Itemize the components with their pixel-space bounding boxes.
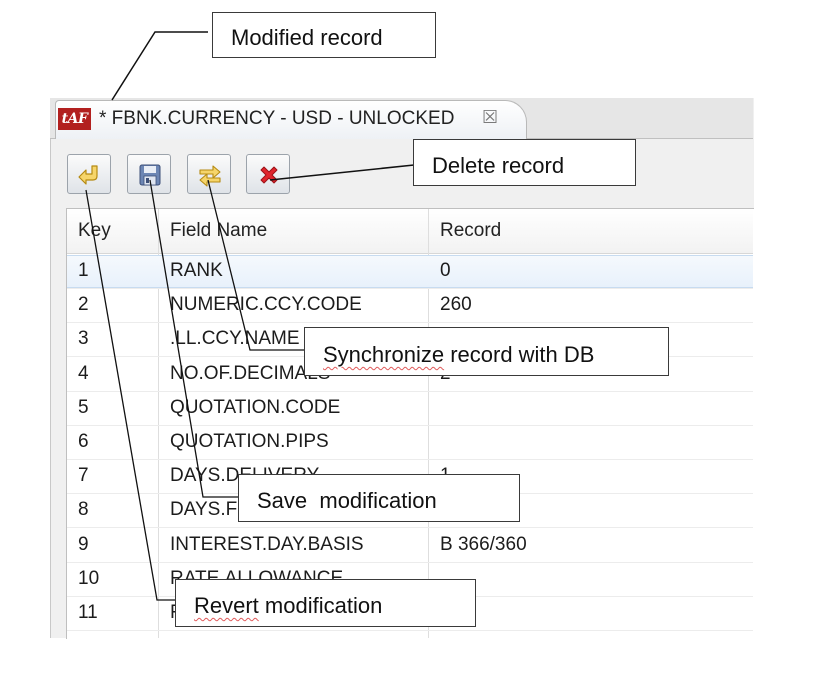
callout-delete-record: Delete record xyxy=(413,139,636,186)
table-header xyxy=(67,209,753,254)
row-divider xyxy=(67,425,753,426)
callout-revert-modification: Revert modification xyxy=(175,579,476,627)
cell-field-name[interactable]: .LL.CCY.NAME xyxy=(170,328,300,349)
column-header-field-name[interactable]: Field Name xyxy=(170,220,268,241)
cell-field-name[interactable]: DAYS.F xyxy=(170,499,238,520)
cell-field-name[interactable]: NO.OF.DECIMALS xyxy=(170,363,331,384)
cell-record[interactable]: B 366/360 xyxy=(440,534,527,555)
cell-key[interactable]: 8 xyxy=(78,499,89,520)
sync-arrows-icon xyxy=(199,165,221,187)
cell-record[interactable]: 0 xyxy=(440,260,451,281)
row-divider xyxy=(67,288,753,289)
revert-button[interactable] xyxy=(67,154,111,194)
cell-key[interactable]: 2 xyxy=(78,294,89,315)
cell-field-name[interactable]: NUMERIC.CCY.CODE xyxy=(170,294,362,315)
taf-logo-icon: tAF xyxy=(58,108,91,130)
delete-button[interactable] xyxy=(246,154,290,194)
cell-key[interactable]: 10 xyxy=(78,568,100,589)
synchronize-button[interactable] xyxy=(187,154,231,194)
cell-key[interactable]: 3 xyxy=(78,328,89,349)
cell-key[interactable]: 7 xyxy=(78,465,89,486)
row-divider xyxy=(67,562,753,563)
selected-row-highlight xyxy=(67,255,753,288)
cell-key[interactable]: 1 xyxy=(78,260,89,281)
row-divider xyxy=(67,391,753,392)
callout-modified-record: Modified record xyxy=(212,12,436,58)
save-button[interactable] xyxy=(127,154,171,194)
column-divider xyxy=(428,209,429,638)
floppy-disk-icon xyxy=(139,164,161,186)
cell-key[interactable]: 9 xyxy=(78,534,89,555)
cell-field-name[interactable]: INTEREST.DAY.BASIS xyxy=(170,534,364,555)
cell-record[interactable]: 260 xyxy=(440,294,472,315)
cell-key[interactable]: 11 xyxy=(78,602,98,623)
cell-key[interactable]: 5 xyxy=(78,397,89,418)
row-divider xyxy=(67,459,753,460)
row-divider xyxy=(67,322,753,323)
column-header-record[interactable]: Record xyxy=(440,220,502,241)
tab-title[interactable]: * FBNK.CURRENCY - USD - UNLOCKED xyxy=(99,108,455,129)
close-tab-icon[interactable]: ☒ xyxy=(482,107,499,128)
cell-key[interactable]: 4 xyxy=(78,363,89,384)
callout-synchronize-record: Synchronize record with DB xyxy=(304,327,669,376)
column-divider xyxy=(158,209,159,638)
undo-arrow-icon xyxy=(78,165,98,185)
cell-key[interactable]: 6 xyxy=(78,431,89,452)
callout-save-modification: Save modification xyxy=(238,474,520,522)
row-divider xyxy=(67,630,753,631)
cell-field-name[interactable]: QUOTATION.CODE xyxy=(170,397,341,418)
cell-field-name[interactable]: RANK xyxy=(170,260,223,281)
editor-tab[interactable] xyxy=(55,100,527,139)
row-divider xyxy=(67,527,753,528)
cell-field-name[interactable]: QUOTATION.PIPS xyxy=(170,431,329,452)
column-header-key[interactable]: Key xyxy=(78,220,111,241)
